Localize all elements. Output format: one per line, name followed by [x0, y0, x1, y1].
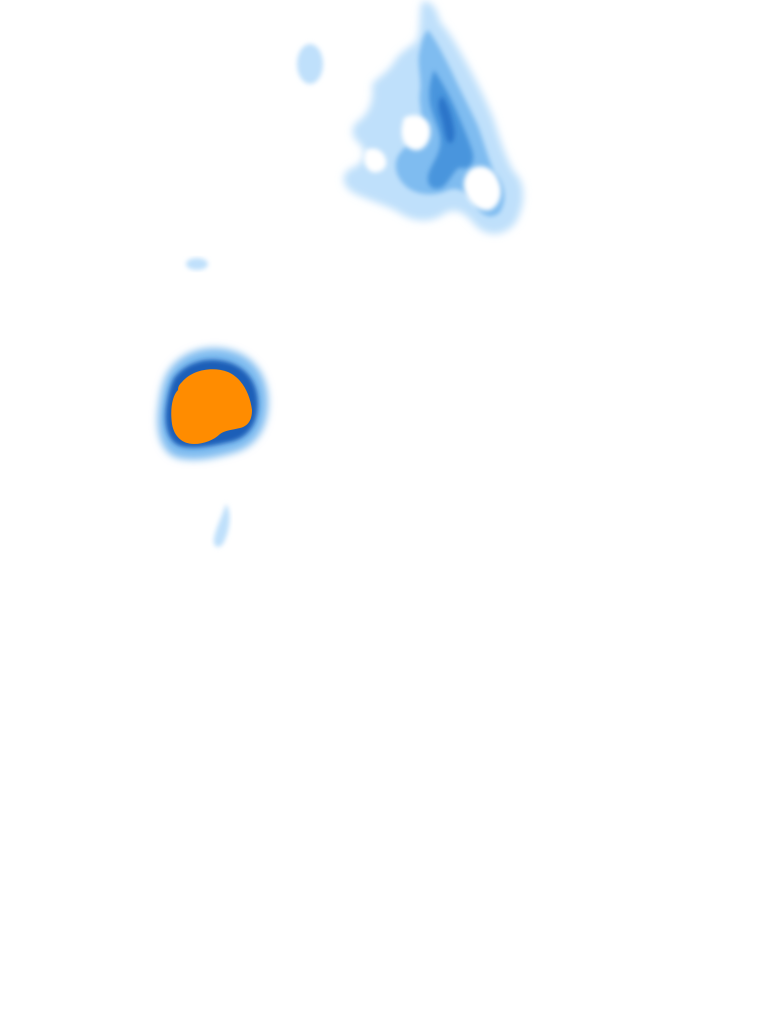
storm-core [171, 369, 252, 444]
dry-gap-southwest [364, 148, 387, 173]
precipitation-cell-small-north [297, 44, 323, 84]
dry-gap-west [401, 115, 431, 151]
dry-gap [463, 166, 501, 211]
precipitation-cell-small-west [186, 258, 208, 270]
rain-area-heavy-streak [438, 96, 455, 144]
storm-cell-intense [157, 348, 268, 460]
precipitation-cell-small-south [213, 504, 230, 547]
precipitation-cell-north [343, 1, 524, 234]
